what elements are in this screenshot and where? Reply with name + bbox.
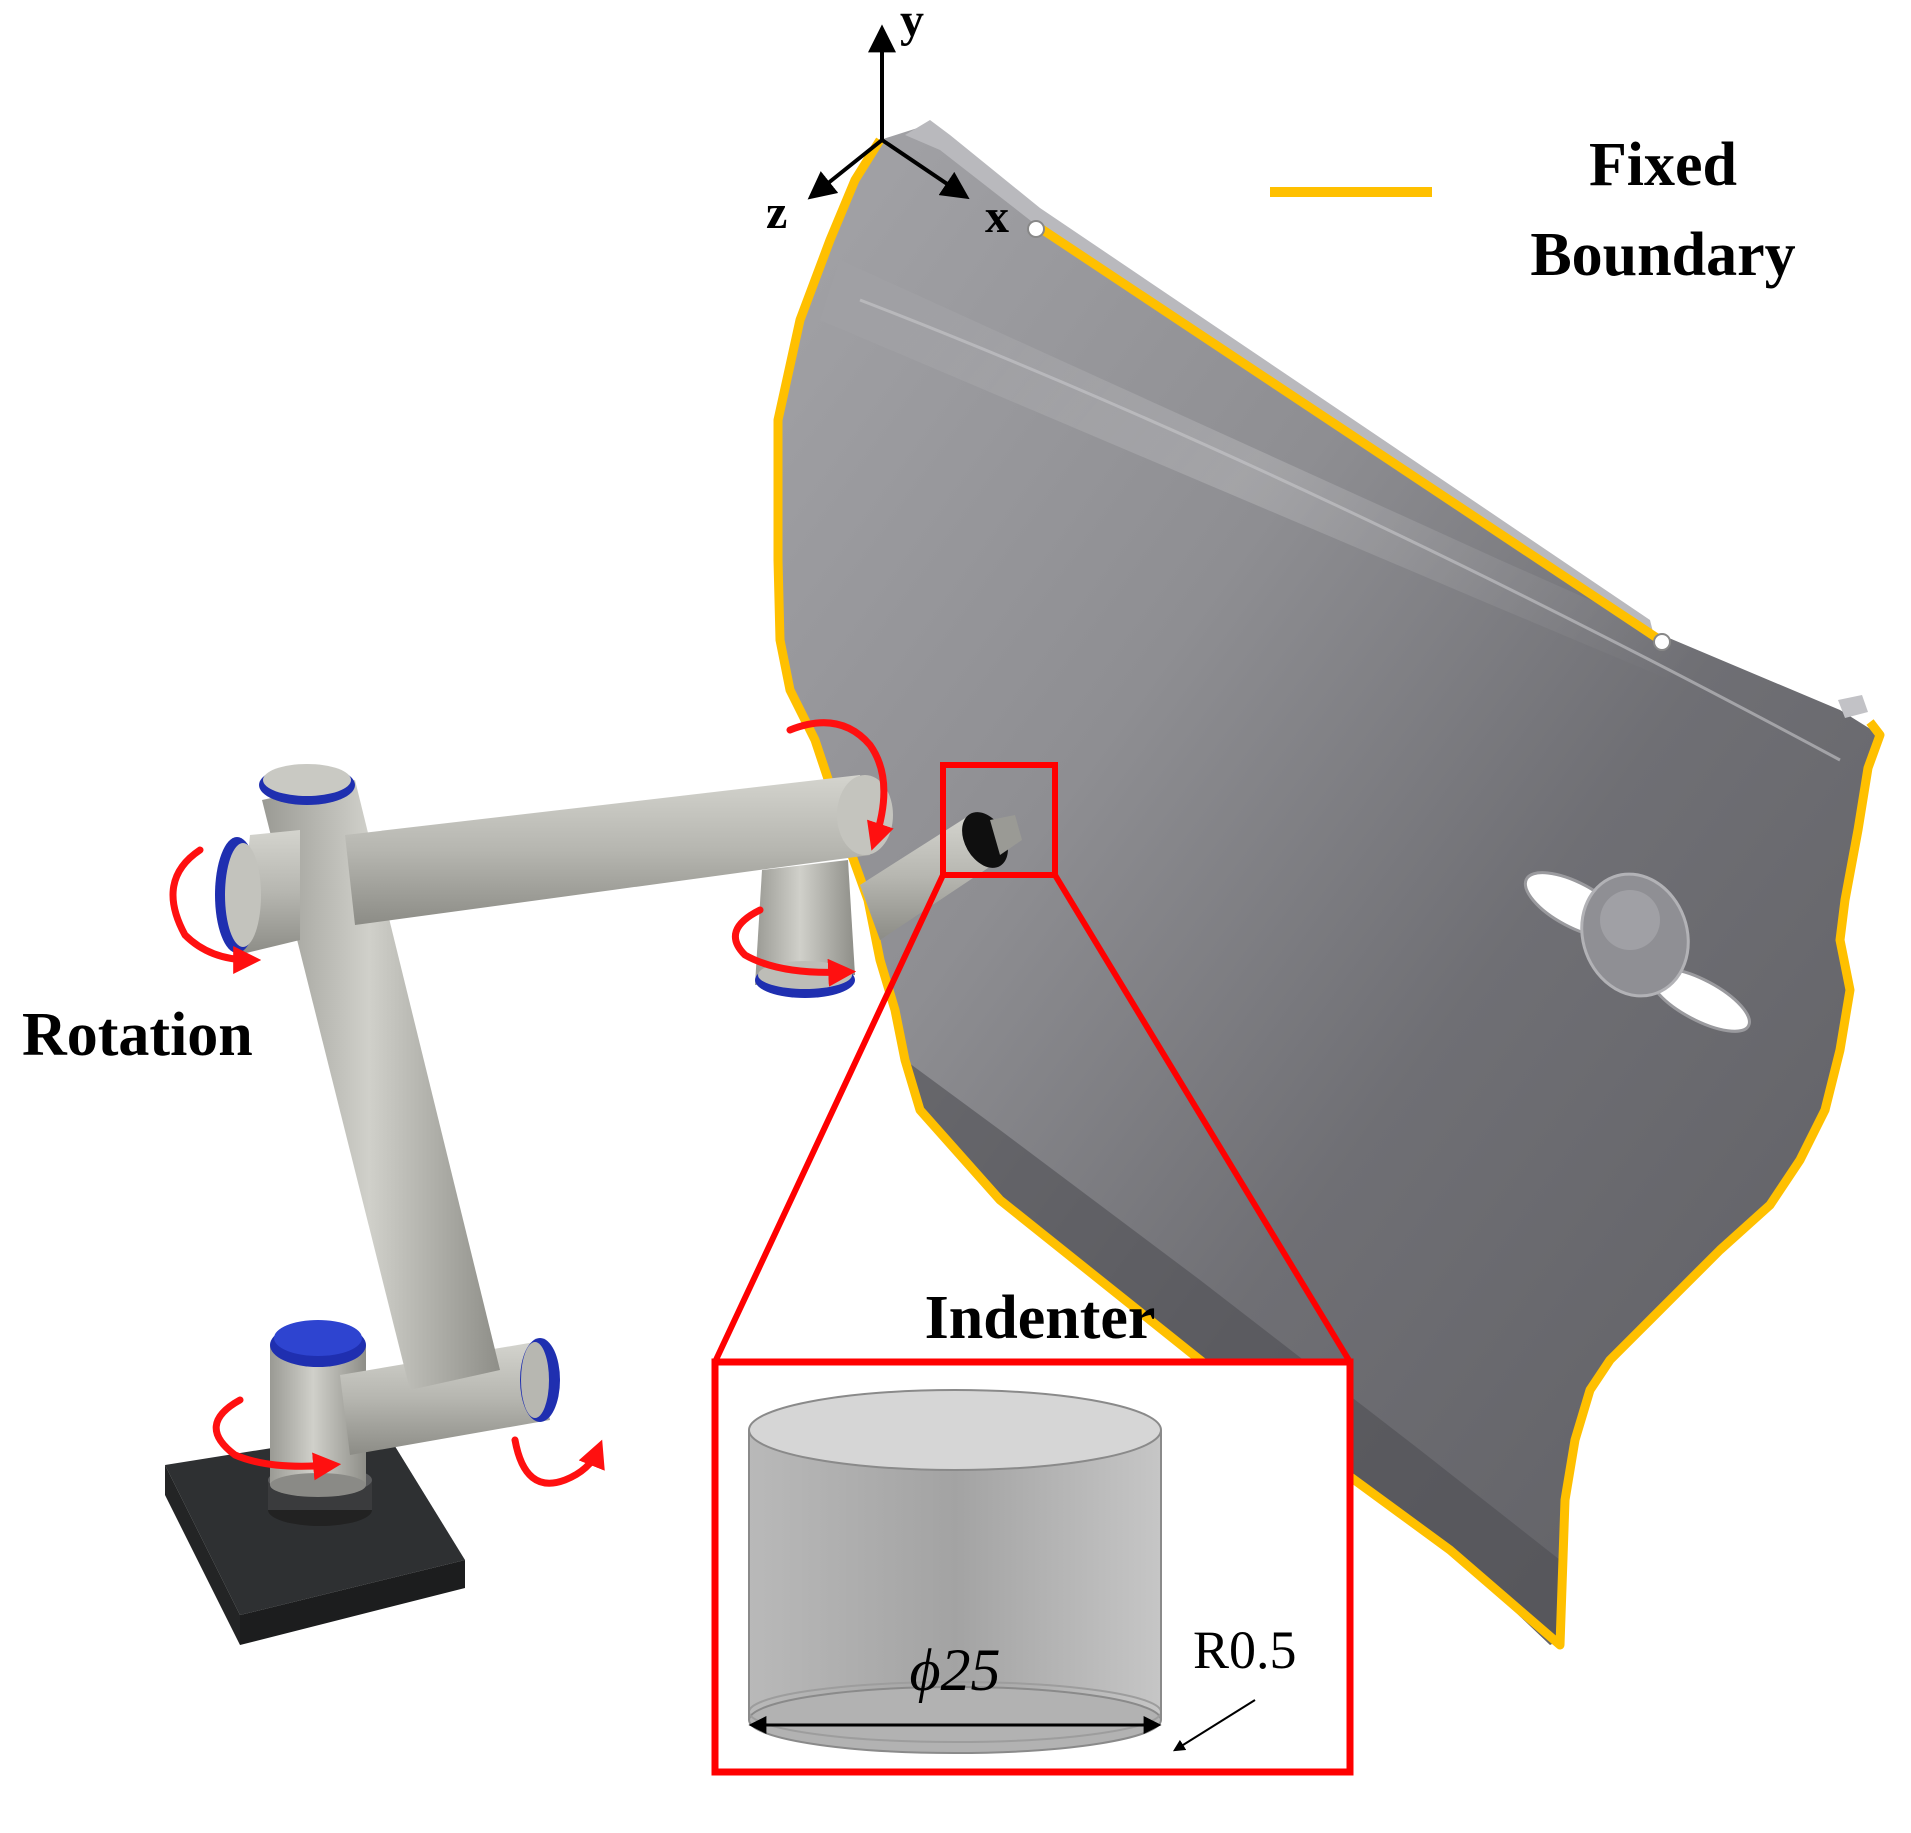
coordinate-axes-icon: y x z [766, 0, 1009, 243]
wrist-joint-1 [755, 860, 855, 998]
door-lower-edge [905, 1060, 1560, 1640]
fixed-boundary-left [773, 137, 1885, 1650]
callout-line-left [712, 873, 946, 1364]
axis-label-x: x [985, 190, 1009, 243]
rotation-label: Rotation [22, 1001, 253, 1069]
indenter-callout: Indenter ϕ25 R0.5 [711, 762, 1354, 1776]
elbow-joint [215, 830, 300, 955]
rotation-arrow-wrist-bottom [732, 906, 857, 987]
radius-label: R0.5 [1193, 1620, 1297, 1680]
callout-line-right [1052, 873, 1353, 1364]
fixed-boundary-lines [773, 137, 1885, 1650]
legend-label-line1: Fixed [1589, 131, 1737, 199]
door-crease [859, 298, 1841, 762]
legend-label-line2: Boundary [1530, 221, 1795, 289]
robot-arm [165, 764, 1022, 1645]
upper-arm-link [259, 764, 500, 1390]
door-handle [1523, 871, 1751, 1033]
axis-label-y: y [900, 0, 924, 47]
rotation-arrow-wrist-top [786, 719, 894, 851]
door-hinge-tab [1838, 695, 1868, 718]
rotation-arrow-base [212, 1396, 342, 1481]
boundary-marker-top [1027, 220, 1045, 238]
legend: Fixed Boundary [1270, 131, 1796, 289]
indenter-label: Indenter [925, 1284, 1156, 1352]
rotation-arrow-elbow [169, 846, 262, 974]
wrist-link [860, 812, 1022, 940]
rotation-arrow-shoulder [511, 1436, 605, 1487]
fixed-boundary-top [1037, 224, 1663, 644]
diameter-label: ϕ25 [909, 1637, 1000, 1703]
indenter-focus-box [940, 762, 1058, 878]
axis-label-z: z [766, 186, 787, 239]
radius-leader-line [1172, 1699, 1256, 1752]
indenter-cylinder [748, 1389, 1162, 1754]
car-door [778, 120, 1880, 1645]
door-panel [778, 124, 1880, 1645]
rotation-arrows [169, 719, 894, 1487]
boundary-marker-mid [1653, 633, 1671, 651]
